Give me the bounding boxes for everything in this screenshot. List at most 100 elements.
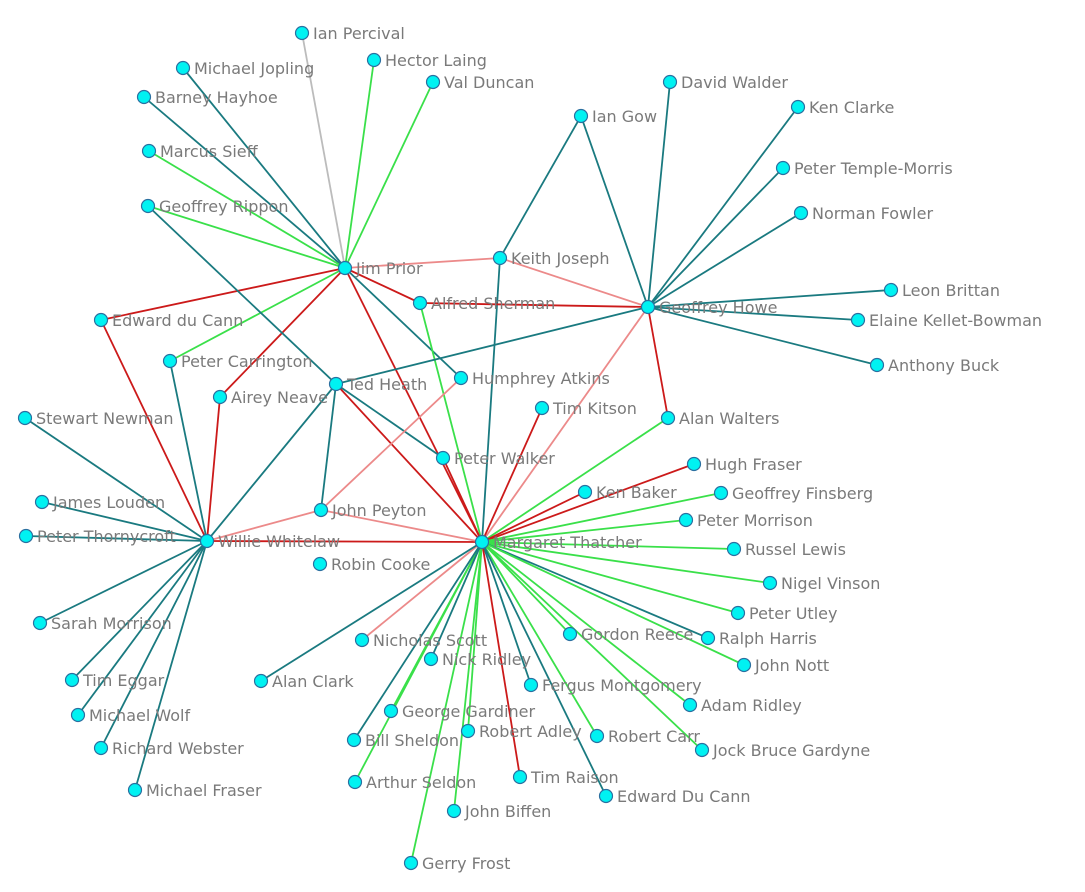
node-dot[interactable] — [346, 732, 362, 748]
node-fowler[interactable]: Norman Fowler — [793, 204, 934, 223]
node-dot[interactable] — [598, 788, 614, 804]
node-dot[interactable] — [790, 99, 806, 115]
node-louden[interactable]: James Louden — [34, 493, 166, 512]
node-dot[interactable] — [253, 673, 269, 689]
node-dot[interactable] — [328, 376, 344, 392]
node-whitelaw[interactable]: Willie Whitelaw — [199, 532, 341, 551]
node-heath[interactable]: Ted Heath — [328, 375, 428, 394]
node-sheldon[interactable]: Bill Sheldon — [346, 731, 460, 750]
node-hfraser[interactable]: Hugh Fraser — [686, 455, 803, 474]
node-kellet[interactable]: Elaine Kellet-Bowman — [850, 311, 1043, 330]
node-prior[interactable]: Jim Prior — [337, 259, 424, 278]
node-dot[interactable] — [212, 389, 228, 405]
node-dot[interactable] — [534, 400, 550, 416]
node-dot[interactable] — [347, 774, 363, 790]
node-biffen[interactable]: John Biffen — [446, 802, 552, 821]
node-dot[interactable] — [140, 198, 156, 214]
node-rharris[interactable]: Ralph Harris — [700, 629, 817, 648]
node-dot[interactable] — [850, 312, 866, 328]
node-ridley[interactable]: Nick Ridley — [423, 650, 532, 669]
node-dot[interactable] — [199, 533, 215, 549]
node-webster[interactable]: Richard Webster — [93, 739, 245, 758]
node-dot[interactable] — [640, 299, 656, 315]
node-gardiner[interactable]: George Gardiner — [383, 702, 536, 721]
node-dot[interactable] — [562, 626, 578, 642]
node-adley[interactable]: Robert Adley — [460, 722, 582, 741]
node-kitson[interactable]: Tim Kitson — [534, 399, 637, 418]
node-aclark[interactable]: Alan Clark — [253, 672, 355, 691]
node-percival[interactable]: Ian Percival — [294, 24, 405, 43]
node-dot[interactable] — [589, 728, 605, 744]
node-dot[interactable] — [383, 703, 399, 719]
node-dot[interactable] — [736, 657, 752, 673]
node-ducann2[interactable]: Edward Du Cann — [598, 787, 751, 806]
node-dot[interactable] — [869, 357, 885, 373]
node-neave[interactable]: Airey Neave — [212, 388, 328, 407]
node-dot[interactable] — [446, 803, 462, 819]
node-dot[interactable] — [662, 74, 678, 90]
node-nott[interactable]: John Nott — [736, 656, 830, 675]
node-dot[interactable] — [573, 108, 589, 124]
node-utley[interactable]: Peter Utley — [730, 604, 838, 623]
node-dot[interactable] — [294, 25, 310, 41]
node-dot[interactable] — [577, 484, 593, 500]
node-laing[interactable]: Hector Laing — [366, 51, 487, 70]
node-dot[interactable] — [337, 260, 353, 276]
node-duncan[interactable]: Val Duncan — [425, 73, 535, 92]
node-gardyne[interactable]: Jock Bruce Gardyne — [694, 741, 871, 760]
node-hayhoe[interactable]: Barney Hayhoe — [136, 88, 278, 107]
node-dot[interactable] — [793, 205, 809, 221]
node-dot[interactable] — [713, 485, 729, 501]
node-eggar[interactable]: Tim Eggar — [64, 671, 165, 690]
node-dot[interactable] — [64, 672, 80, 688]
node-dot[interactable] — [403, 855, 419, 871]
node-dot[interactable] — [93, 740, 109, 756]
node-buck[interactable]: Anthony Buck — [869, 356, 1000, 375]
node-finsberg[interactable]: Geoffrey Finsberg — [713, 484, 874, 503]
node-mfraser[interactable]: Michael Fraser — [127, 781, 262, 800]
node-dot[interactable] — [474, 534, 490, 550]
node-dot[interactable] — [141, 143, 157, 159]
node-dot[interactable] — [730, 605, 746, 621]
node-atkins[interactable]: Humphrey Atkins — [453, 369, 610, 388]
node-raison[interactable]: Tim Raison — [512, 768, 619, 787]
node-scott[interactable]: Nicholas Scott — [354, 631, 488, 650]
node-templemorris[interactable]: Peter Temple-Morris — [775, 159, 953, 178]
node-dot[interactable] — [312, 556, 328, 572]
node-baker[interactable]: Ken Baker — [577, 483, 678, 502]
node-dot[interactable] — [435, 450, 451, 466]
node-gow[interactable]: Ian Gow — [573, 107, 658, 126]
node-dot[interactable] — [136, 89, 152, 105]
node-carrington[interactable]: Peter Carrington — [162, 352, 313, 371]
node-dot[interactable] — [660, 410, 676, 426]
node-dot[interactable] — [34, 494, 50, 510]
node-dot[interactable] — [883, 282, 899, 298]
node-dot[interactable] — [523, 677, 539, 693]
node-dot[interactable] — [700, 630, 716, 646]
node-dot[interactable] — [512, 769, 528, 785]
node-dot[interactable] — [762, 575, 778, 591]
node-joseph[interactable]: Keith Joseph — [492, 249, 610, 268]
node-dot[interactable] — [313, 502, 329, 518]
node-carr[interactable]: Robert Carr — [589, 727, 701, 746]
node-dot[interactable] — [175, 60, 191, 76]
node-dot[interactable] — [423, 651, 439, 667]
node-wolf[interactable]: Michael Wolf — [70, 706, 191, 725]
node-sieff[interactable]: Marcus Sieff — [141, 142, 259, 161]
node-dot[interactable] — [425, 74, 441, 90]
node-dot[interactable] — [32, 615, 48, 631]
node-dot[interactable] — [93, 312, 109, 328]
node-dot[interactable] — [18, 528, 34, 544]
node-dot[interactable] — [17, 410, 33, 426]
node-howe[interactable]: Geoffrey Howe — [640, 298, 778, 317]
node-dot[interactable] — [70, 707, 86, 723]
node-walder[interactable]: David Walder — [662, 73, 789, 92]
node-dot[interactable] — [412, 295, 428, 311]
node-rlewis[interactable]: Russel Lewis — [726, 540, 846, 559]
node-dot[interactable] — [694, 742, 710, 758]
node-dot[interactable] — [492, 250, 508, 266]
node-aridley[interactable]: Adam Ridley — [682, 696, 802, 715]
node-dot[interactable] — [726, 541, 742, 557]
node-dot[interactable] — [354, 632, 370, 648]
node-dot[interactable] — [453, 370, 469, 386]
